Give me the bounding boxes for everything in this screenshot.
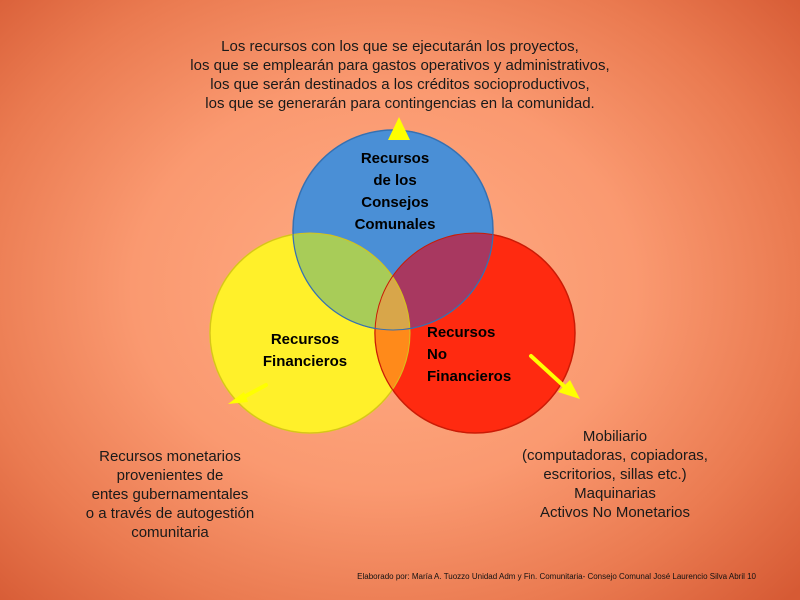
top-description-line: los que se emplearán para gastos operati… [190,57,610,74]
left-description: Recursos monetarios provenientes de ente… [40,447,300,542]
circle-left-label-line: Financieros [262,353,348,370]
left-description-line: entes gubernamentales [91,486,249,503]
circle-right-label-line: Financieros [427,368,512,385]
right-description-line: Activos No Monetarios [539,504,691,521]
author-credit: Elaborado por: María A. Tuozzo Unidad Ad… [357,572,756,581]
top-description-line: los que serán destinados a los créditos … [210,76,590,93]
circle-right-outline [374,232,576,434]
circle-right-label: Recursos No Financieros [427,322,511,388]
left-description-line: o a través de autogestión [85,505,255,522]
right-description-line: escritorios, sillas etc.) [543,466,687,483]
overlap-top-left [293,233,410,330]
left-description-line: Recursos monetarios [99,448,241,465]
left-description-line: provenientes de [116,467,224,484]
arrow-right-head-icon [558,380,580,399]
top-description-line: los que se generarán para contingencias … [205,95,595,112]
left-description-line: comunitaria [131,524,209,541]
circle-right-label-line: Recursos [427,324,496,341]
right-description-line: (computadoras, copiadoras, [522,447,708,464]
arrow-left-head-icon [228,392,248,404]
circle-right-label-line: No [427,346,447,363]
circle-top-label-line: Comunales [354,216,436,233]
right-description-line: Mobiliario [582,428,648,445]
overlap-top-right [375,233,493,330]
arrow-right-shaft [529,354,568,390]
top-description-line: Los recursos con los que se ejecutarán l… [221,38,579,55]
circle-left-outline [209,232,411,434]
circle-top-label-line: de los [373,172,417,189]
circle-left-label-line: Recursos [270,331,340,348]
circle-top-label-line: Consejos [361,194,429,211]
right-description: Mobiliario (computadoras, copiadoras, es… [480,427,750,522]
arrow-left-shaft [240,383,268,400]
right-description-line: Maquinarias [574,485,656,502]
arrow-up-icon [388,117,410,140]
circle-top-label: Recursos de los Consejos Comunales [335,148,455,236]
top-description: Los recursos con los que se ejecutarán l… [100,37,700,113]
circle-top-label-line: Recursos [360,150,430,167]
circle-left-label: Recursos Financieros [240,329,370,373]
